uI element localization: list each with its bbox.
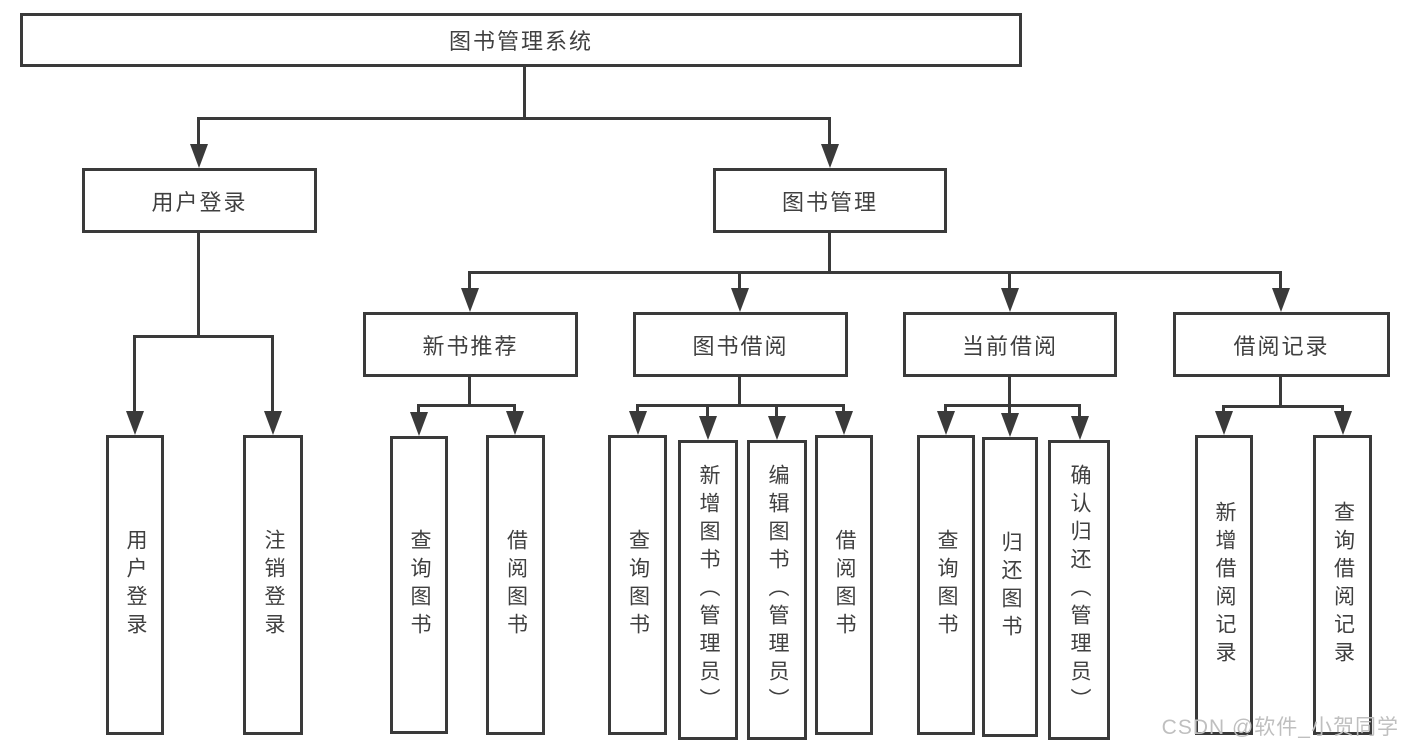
leaf-bb-add-books-admin: 新增图书（管理员） — [678, 440, 738, 740]
arrowhead-cb-return-icon — [1001, 413, 1019, 437]
connector-to-book-mgmt — [828, 117, 831, 146]
arrowhead-bb-add-icon — [699, 416, 717, 440]
node-current-borrow: 当前借阅 — [903, 312, 1117, 377]
connector-to-user-login — [197, 117, 200, 146]
connector-cb-trunk — [1008, 377, 1011, 407]
connector-to-new-book-rec — [468, 271, 471, 290]
leaf-logout: 注销登录 — [243, 435, 303, 735]
connector-bb-trunk — [738, 377, 741, 407]
connector-nbr-split — [417, 404, 516, 407]
arrowhead-cb-query-icon — [937, 411, 955, 435]
connector-to-br-query — [1341, 405, 1344, 414]
node-borrow-record: 借阅记录 — [1173, 312, 1390, 377]
node-root: 图书管理系统 — [20, 13, 1022, 67]
node-book-mgmt: 图书管理 — [713, 168, 947, 233]
arrowhead-leaf-user-login-icon — [126, 411, 144, 435]
connector-book-mgmt-split — [468, 271, 1282, 274]
connector-to-book-borrow — [738, 271, 741, 290]
leaf-br-add-record: 新增借阅记录 — [1195, 435, 1253, 735]
connector-to-bb-add — [706, 404, 709, 416]
arrowhead-nbr-query-icon — [410, 412, 428, 436]
arrowhead-br-query-icon — [1334, 411, 1352, 435]
leaf-bb-borrow-books: 借阅图书 — [815, 435, 873, 735]
arrowhead-current-borrow-icon — [1001, 288, 1019, 312]
leaf-nbr-borrow-books: 借阅图书 — [486, 435, 545, 735]
connector-to-borrow-record — [1279, 271, 1282, 290]
node-user-login: 用户登录 — [82, 168, 317, 233]
connector-to-bb-query — [636, 404, 639, 414]
connector-br-trunk — [1279, 377, 1282, 408]
connector-to-leaf-logout — [271, 335, 274, 413]
connector-user-login-trunk — [197, 233, 200, 338]
leaf-user-login: 用户登录 — [106, 435, 164, 735]
connector-to-cb-query — [944, 404, 947, 414]
connector-to-cb-confirm — [1078, 404, 1081, 416]
arrowhead-book-borrow-icon — [731, 288, 749, 312]
arrowhead-book-mgmt-icon — [821, 144, 839, 168]
connector-user-login-split — [133, 335, 274, 338]
connector-to-nbr-query — [417, 404, 420, 414]
leaf-cb-return-books: 归还图书 — [982, 437, 1038, 737]
arrowhead-bb-query-icon — [629, 411, 647, 435]
connector-to-nbr-borrow — [513, 404, 516, 414]
connector-to-leaf-user-login — [133, 335, 136, 413]
connector-to-bb-edit — [775, 404, 778, 416]
arrowhead-new-book-rec-icon — [461, 288, 479, 312]
connector-root-trunk — [523, 67, 526, 118]
arrowhead-user-login-icon — [190, 144, 208, 168]
arrowhead-borrow-record-icon — [1272, 288, 1290, 312]
connector-cb-split — [944, 404, 1081, 407]
arrowhead-leaf-logout-icon — [264, 411, 282, 435]
connector-to-bb-borrow — [842, 404, 845, 414]
connector-book-mgmt-trunk — [828, 233, 831, 274]
csdn-watermark: CSDN @软件_小贺同学 — [1161, 716, 1399, 739]
connector-br-split — [1222, 405, 1344, 408]
leaf-nbr-query-books: 查询图书 — [390, 436, 448, 734]
leaf-br-query-record: 查询借阅记录 — [1313, 435, 1372, 735]
connector-root-split — [197, 117, 831, 120]
connector-to-cb-return — [1008, 404, 1011, 414]
connector-to-current-borrow — [1008, 271, 1011, 290]
arrowhead-cb-confirm-icon — [1071, 416, 1089, 440]
connector-bb-split — [636, 404, 845, 407]
arrowhead-bb-borrow-icon — [835, 411, 853, 435]
leaf-cb-query-books: 查询图书 — [917, 435, 975, 735]
connector-to-br-add — [1222, 405, 1225, 414]
connector-nbr-trunk — [468, 377, 471, 407]
leaf-bb-query-books: 查询图书 — [608, 435, 667, 735]
leaf-bb-edit-books-admin: 编辑图书（管理员） — [747, 440, 807, 740]
node-new-book-rec: 新书推荐 — [363, 312, 578, 377]
arrowhead-bb-edit-icon — [768, 416, 786, 440]
arrowhead-br-add-icon — [1215, 411, 1233, 435]
arrowhead-nbr-borrow-icon — [506, 411, 524, 435]
leaf-cb-confirm-return-admin: 确认归还（管理员） — [1048, 440, 1110, 740]
node-book-borrow: 图书借阅 — [633, 312, 848, 377]
